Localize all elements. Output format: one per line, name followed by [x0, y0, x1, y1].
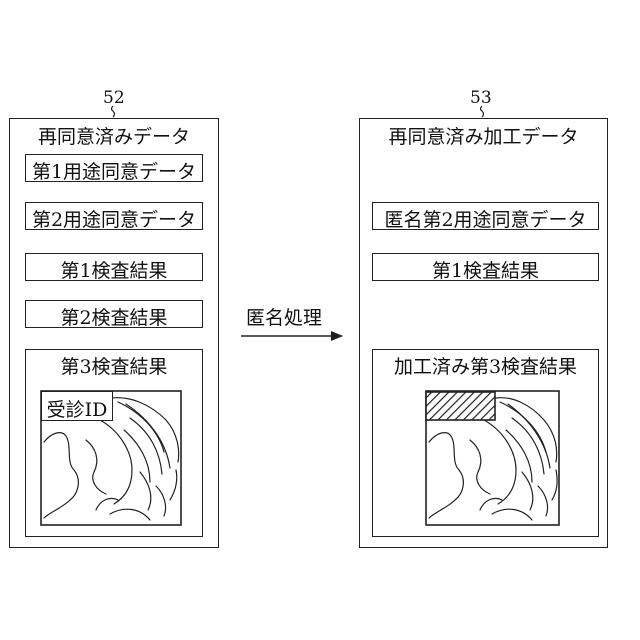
- anonymized-id-hatch: [426, 392, 495, 420]
- patient-id-box: 受診ID: [41, 391, 113, 421]
- process-arrow-head: [331, 331, 343, 341]
- ref-53-leader: [481, 106, 484, 117]
- ref-52-leader: [112, 106, 115, 117]
- patient-id-label: 受診ID: [42, 395, 112, 422]
